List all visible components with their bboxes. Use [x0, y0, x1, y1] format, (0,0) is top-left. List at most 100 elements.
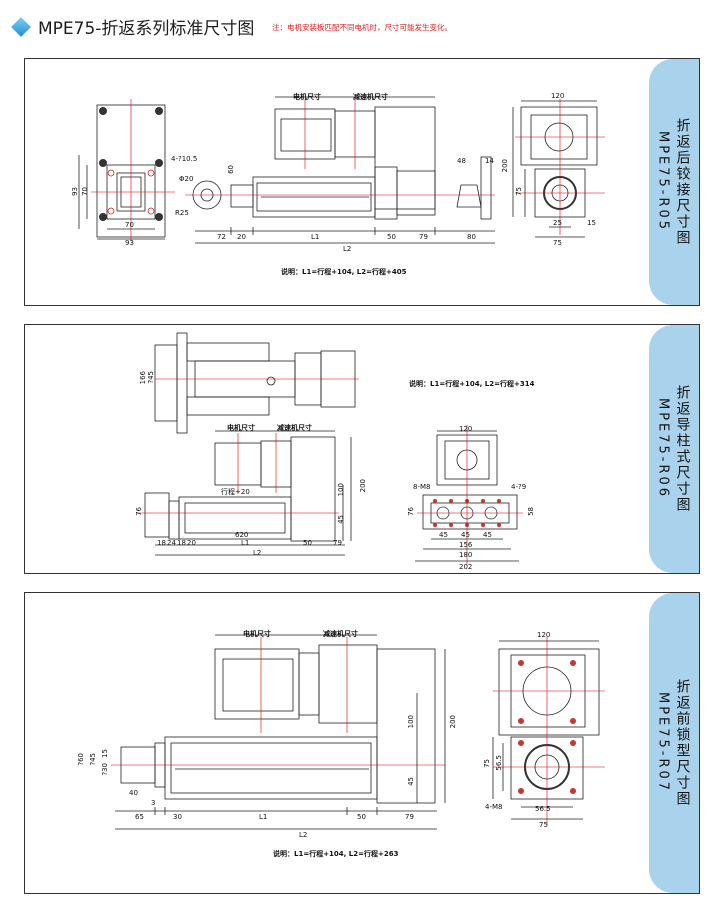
dim-label: 18 — [157, 539, 166, 547]
guide-plate — [144, 492, 170, 538]
header-note: 注：电机安装板匹配不同电机时，尺寸可能发生变化。 — [272, 23, 452, 32]
dim-label: 75 — [553, 239, 562, 247]
dim-label: 15 — [587, 219, 596, 227]
dim-label: L1 — [241, 539, 250, 547]
dim-label: 79 — [333, 539, 342, 547]
dim-label: 200 — [501, 159, 509, 173]
dim-label: 76 — [135, 507, 143, 516]
dim-label: 56.5 — [535, 805, 551, 813]
dim-label: 60 — [227, 165, 235, 174]
formula-note: 说明：L1=行程+104, L2=行程+314 — [409, 380, 535, 388]
dim-label: L1 — [259, 813, 268, 821]
dim-label: 120 — [551, 92, 565, 100]
dim-label: 75 — [539, 821, 548, 829]
dim-label: 4-?9 — [511, 483, 527, 491]
dim-label: 20 — [187, 539, 196, 547]
dim-label: 4-M8 — [485, 803, 503, 811]
dim-label: 45 — [461, 531, 470, 539]
dim-label: ?45 — [147, 371, 155, 384]
dim-label: 76 — [407, 507, 415, 516]
diamond-icon — [11, 17, 31, 37]
dim-label: 4-?10.5 — [171, 155, 198, 163]
dim-label: L2 — [253, 549, 262, 557]
motor-end-view — [498, 648, 600, 736]
dim-label: 79 — [419, 233, 428, 241]
drawing-r06 — [137, 332, 523, 565]
mount-plate — [422, 494, 518, 530]
panel-tab: 折返后铰接尺寸图 MPE75-R05 — [649, 59, 699, 305]
dim-label: 120 — [459, 425, 473, 433]
dim-label: 70 — [81, 187, 89, 196]
dim-label: 202 — [459, 563, 473, 571]
panel-tab: 折返导柱式尺寸图 MPE75-R06 — [649, 325, 699, 573]
dim-label: 25 — [553, 219, 562, 227]
motor-label: 电机尺寸 — [227, 424, 255, 432]
dim-label: 75 — [515, 187, 523, 196]
actuator-body — [178, 496, 292, 540]
dim-label: 166 — [139, 371, 147, 385]
dim-label: 40 — [129, 789, 138, 797]
drawing-r07 — [111, 634, 605, 830]
dim-label: L2 — [299, 831, 308, 839]
dim-label: 70 — [125, 221, 134, 229]
dim-label: 48 — [457, 157, 466, 165]
panel-r07: 电机尺寸 减速机尺寸 ?60 ?45 ?30 15 40 3 65 30 L1 … — [24, 592, 700, 894]
page-title: MPE75-折返系列标准尺寸图 — [38, 19, 255, 39]
dim-label: 45 — [483, 531, 492, 539]
dim-label: L1 — [311, 233, 320, 241]
dim-label: 20 — [237, 233, 246, 241]
reducer-label: 减速机尺寸 — [277, 424, 312, 432]
dim-label: L2 — [343, 245, 352, 253]
dim-label: 56.5 — [495, 755, 503, 771]
tab-title: 折返导柱式尺寸图 — [674, 385, 691, 513]
tab-code: MPE75-R05 — [655, 131, 671, 233]
formula-note: 说明：L1=行程+104, L2=行程+263 — [273, 850, 399, 858]
dim-label: 15 — [101, 749, 109, 758]
actuator-body — [164, 736, 378, 800]
panel-r05: 电机尺寸 减速机尺寸 72 20 L1 50 79 80 L2 48 14 20… — [24, 58, 700, 306]
dim-label: 120 — [537, 631, 551, 639]
dim-label: 24 — [167, 539, 176, 547]
guide-plate — [154, 344, 178, 422]
reducer-label: 减速机尺寸 — [323, 630, 358, 638]
dim-label: 93 — [125, 239, 134, 247]
dim-label: 72 — [217, 233, 226, 241]
dim-label: 8-M8 — [413, 483, 431, 491]
dim-label: 45 — [439, 531, 448, 539]
dim-label: 180 — [459, 551, 473, 559]
motor-label: 电机尺寸 — [293, 93, 321, 101]
tab-code: MPE75-R06 — [655, 398, 671, 500]
dim-label: 200 — [359, 479, 367, 493]
dim-label: 156 — [459, 541, 473, 549]
dim-label: 3 — [151, 799, 156, 807]
dim-label: 93 — [71, 187, 79, 196]
dim-label: 100 — [337, 483, 345, 497]
motor-end-view — [520, 106, 598, 166]
dim-label: 75 — [483, 759, 491, 768]
dim-label: 620 — [235, 531, 249, 539]
motor-body — [214, 648, 300, 720]
dim-label: 200 — [449, 715, 457, 729]
dim-label: 50 — [303, 539, 312, 547]
panel-tab: 折返前锁型尺寸图 MPE75-R07 — [649, 593, 699, 893]
dim-label: 50 — [387, 233, 396, 241]
dim-label: ?60 — [77, 753, 85, 766]
dim-label: 50 — [357, 813, 366, 821]
tab-title: 折返后铰接尺寸图 — [674, 118, 691, 246]
dim-label: ?45 — [89, 753, 97, 766]
dim-label: 79 — [405, 813, 414, 821]
dim-label: R25 — [175, 209, 189, 217]
page-header: MPE75-折返系列标准尺寸图 注：电机安装板匹配不同电机时，尺寸可能发生变化。 — [8, 8, 708, 39]
reducer-body — [318, 644, 378, 724]
dim-label: 100 — [407, 715, 415, 729]
reducer-label: 减速机尺寸 — [353, 93, 388, 101]
dim-label: 80 — [467, 233, 476, 241]
panel-r06: 166 ?45 说明：L1=行程+104, L2=行程+314 电机尺寸 减速机… — [24, 324, 700, 574]
tab-title: 折返前锁型尺寸图 — [674, 679, 691, 807]
dim-label: 18 — [177, 539, 186, 547]
dim-label: 58 — [527, 507, 535, 516]
dim-label: 30 — [173, 813, 182, 821]
dim-label: 65 — [135, 813, 144, 821]
tab-code: MPE75-R07 — [655, 692, 671, 794]
motor-label: 电机尺寸 — [243, 630, 271, 638]
